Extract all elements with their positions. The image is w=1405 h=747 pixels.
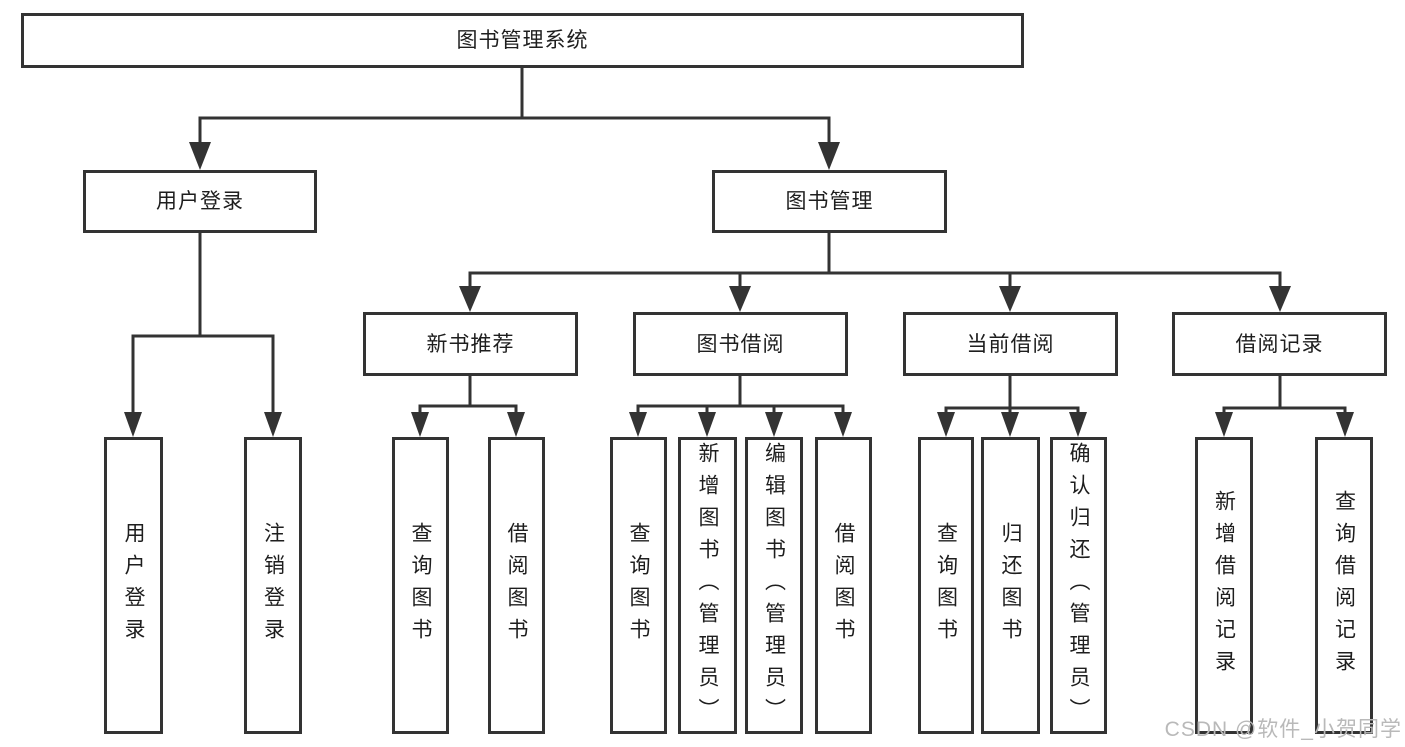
- leaf-borrow-books: 借阅图书: [815, 437, 872, 734]
- node-label: 编辑图书（管理员）: [762, 441, 786, 730]
- leaf-confirm-return-admin: 确认归还（管理员）: [1050, 437, 1107, 734]
- node-book-management: 图书管理: [712, 170, 947, 233]
- leaf-query-books-current: 查询图书: [918, 437, 974, 734]
- node-borrowing-records: 借阅记录: [1172, 312, 1387, 376]
- node-label: 确认归还（管理员）: [1067, 441, 1090, 730]
- node-label: 新书推荐: [426, 332, 515, 356]
- leaf-borrow-books-recommend: 借阅图书: [488, 437, 545, 734]
- node-label: 当前借阅: [966, 332, 1055, 356]
- node-label: 借阅图书: [505, 521, 528, 650]
- leaf-logout: 注销登录: [244, 437, 302, 734]
- node-book-borrowing: 图书借阅: [633, 312, 848, 376]
- node-label: 图书借阅: [696, 332, 785, 356]
- leaf-query-borrow-record: 查询借阅记录: [1315, 437, 1373, 734]
- node-label: 图书管理系统: [456, 29, 589, 52]
- node-label: 用户登录: [156, 190, 244, 213]
- node-label: 新增借阅记录: [1212, 489, 1236, 682]
- leaf-query-books-recommend: 查询图书: [392, 437, 449, 734]
- node-label: 查询图书: [934, 521, 958, 650]
- leaf-user-login: 用户登录: [104, 437, 163, 734]
- node-label: 查询借阅记录: [1332, 489, 1356, 682]
- node-label: 注销登录: [261, 521, 285, 650]
- node-label: 用户登录: [122, 521, 145, 650]
- node-label: 借阅记录: [1235, 332, 1324, 356]
- node-label: 归还图书: [999, 521, 1022, 650]
- node-label: 图书管理: [785, 190, 874, 213]
- node-user-login: 用户登录: [83, 170, 317, 233]
- leaf-query-books-borrow: 查询图书: [610, 437, 667, 734]
- csdn-watermark: CSDN @软件_小贺同学: [1164, 718, 1402, 741]
- node-library-management-system: 图书管理系统: [21, 13, 1024, 68]
- node-label: 借阅图书: [832, 521, 855, 650]
- node-label: 查询图书: [627, 521, 650, 650]
- node-label: 新增图书（管理员）: [696, 441, 719, 730]
- node-label: 查询图书: [409, 521, 432, 650]
- node-current-borrowing: 当前借阅: [903, 312, 1118, 376]
- node-new-book-recommendation: 新书推荐: [363, 312, 578, 376]
- leaf-return-books: 归还图书: [981, 437, 1040, 734]
- leaf-add-books-admin: 新增图书（管理员）: [678, 437, 737, 734]
- leaf-add-borrow-record: 新增借阅记录: [1195, 437, 1253, 734]
- leaf-edit-books-admin: 编辑图书（管理员）: [745, 437, 803, 734]
